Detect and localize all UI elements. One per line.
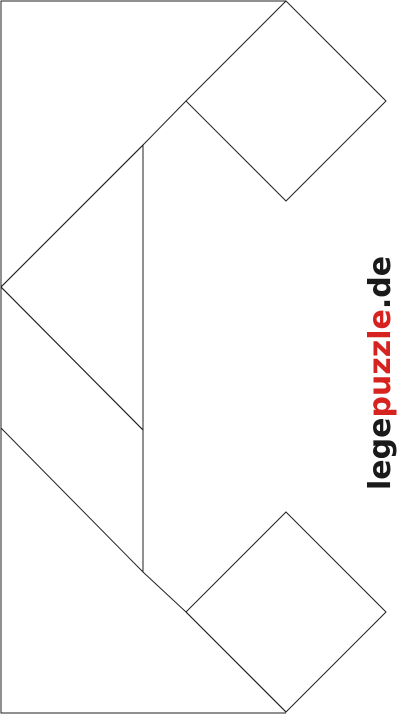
top-square: [185, 0, 387, 202]
brand-text-puzzle: puzzle: [363, 309, 398, 417]
middle-piece: [0, 286, 144, 431]
lower-left-edge: [0, 427, 187, 613]
large-triangle-upper: [0, 143, 144, 432]
brand-text-domain: .de: [363, 256, 398, 309]
brand-text-lege: lege: [363, 418, 398, 490]
outer-outline: [0, 0, 286, 714]
bottom-square: [185, 511, 387, 713]
bottom-diagonal: [185, 611, 287, 713]
brand-logo-text: legepuzzle.de: [363, 256, 398, 490]
